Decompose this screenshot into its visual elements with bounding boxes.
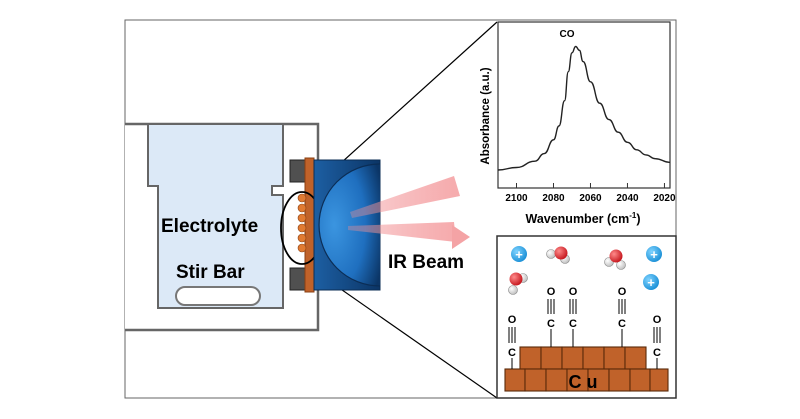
co-molecule: O C (653, 314, 662, 369)
stir-bar (175, 286, 261, 306)
svg-text:C: C (653, 347, 661, 359)
co-molecule: O C (569, 286, 578, 347)
water-molecule-icon (546, 246, 570, 264)
svg-text:C: C (547, 318, 555, 330)
electrolyte-label: Electrolyte (161, 216, 258, 237)
svg-text:+: + (647, 275, 655, 290)
plot-frame (497, 21, 671, 189)
ir-beam-incoming (348, 222, 456, 242)
svg-text:C: C (618, 318, 626, 330)
svg-text:O: O (569, 286, 578, 298)
water-molecule-icon (508, 272, 528, 295)
copper-film (304, 157, 315, 293)
atr-prism (313, 159, 381, 291)
electrochemical-cell (125, 122, 324, 332)
co-molecule: O C (508, 314, 517, 369)
svg-text:C: C (569, 318, 577, 330)
x-ticks: 2100 2080 2060 2040 2020 (505, 183, 676, 204)
svg-text:+: + (515, 247, 523, 262)
svg-text:O: O (547, 286, 556, 298)
svg-text:+: + (650, 247, 658, 262)
gasket-bottom (289, 267, 307, 291)
svg-text:O: O (508, 314, 517, 326)
ir-beam-label: IR Beam (388, 252, 464, 273)
svg-text:C: C (508, 347, 516, 359)
x-tick-label: 2080 (542, 193, 565, 204)
proton-icon: + (646, 246, 662, 262)
x-tick-label: 2100 (505, 193, 528, 204)
copper-surface (504, 346, 669, 392)
electrolyte-region (147, 123, 284, 309)
x-tick-label: 2040 (616, 193, 639, 204)
ir-beam-arrowhead (452, 225, 470, 249)
ir-spectrum-chart: Absorbance (a.u.) CO 2100 2080 2060 2040 202… (480, 21, 676, 226)
co-adsorption-inset: C u + + + (496, 235, 677, 399)
x-tick-label: 2020 (653, 193, 676, 204)
gasket-top (289, 159, 307, 183)
chart-xlabel: Wavenumber (cm-1) (525, 211, 640, 226)
proton-icon: + (643, 274, 659, 290)
cu-label: C u (569, 372, 598, 392)
water-molecule-icon (604, 249, 626, 270)
svg-text:O: O (653, 314, 662, 326)
spectrum-line (497, 45, 671, 171)
co-molecule: O C (618, 286, 627, 347)
svg-text:O: O (618, 286, 627, 298)
copper-dots (297, 193, 307, 253)
chart-ylabel: Absorbance (a.u.) (480, 67, 492, 164)
co-peak-label: CO (560, 29, 575, 40)
prism-dome (319, 164, 380, 286)
proton-icon: + (511, 246, 527, 262)
stir-bar-label: Stir Bar (176, 262, 245, 283)
ir-beam-outgoing (350, 176, 460, 218)
x-tick-label: 2060 (579, 193, 602, 204)
ir-beams (348, 176, 470, 249)
co-molecule: O C (547, 286, 556, 347)
